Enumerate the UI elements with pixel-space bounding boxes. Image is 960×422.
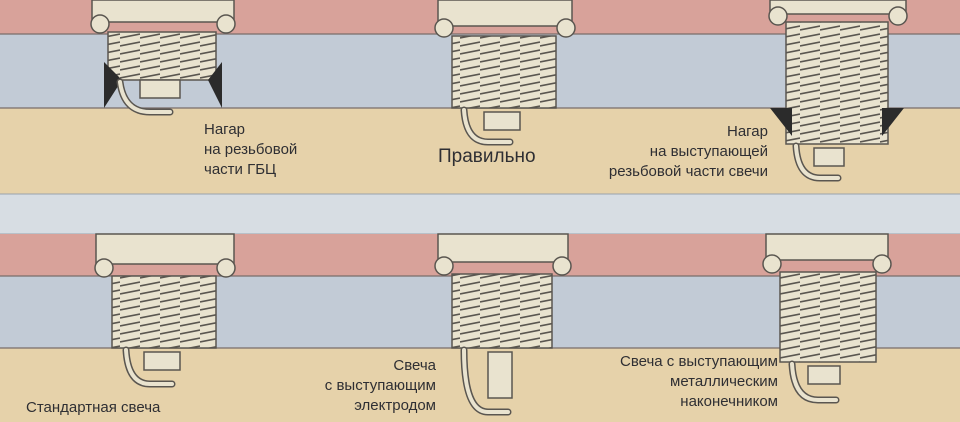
plug-carbon-plug-thread [768, 0, 908, 182]
caption-line: Правильно [438, 146, 536, 167]
plug-carbon-head-thread [90, 0, 236, 116]
caption-standard-plug: Стандартная свеча [26, 398, 160, 418]
caption-carbon-plug-thread: Нагар на выступающей резьбовой части све… [609, 122, 768, 182]
caption-correct: Правильно [438, 146, 536, 168]
caption-line: Свеча с выступающим [619, 353, 778, 370]
caption-line: Нагар [204, 121, 246, 138]
caption-protruding-tip: Свеча с выступающим металлическим наконе… [620, 352, 778, 412]
separator-band [0, 194, 960, 234]
caption-line: Стандартная свеча [26, 399, 161, 416]
caption-line: на выступающей [649, 143, 768, 160]
caption-line: наконечником [680, 393, 778, 410]
caption-line: металлическим [670, 373, 778, 390]
caption-line: на резьбовой [204, 141, 298, 158]
plug-protruding-electrode [434, 233, 572, 416]
plug-correct [434, 0, 576, 146]
plug-protruding-tip [762, 233, 892, 404]
caption-line: с выступающим [324, 377, 436, 394]
caption-line: Нагар [726, 123, 768, 140]
plug-standard [94, 233, 236, 388]
carbon-deposit [104, 62, 122, 108]
caption-line: электродом [354, 397, 436, 414]
caption-protruding-electrode: Свеча с выступающим электродом [325, 356, 436, 416]
caption-line: Свеча [393, 357, 436, 374]
caption-carbon-head-thread: Нагар на резьбовой части ГБЦ [204, 120, 297, 180]
caption-line: части ГБЦ [204, 161, 277, 178]
caption-line: резьбовой части свечи [608, 163, 768, 180]
